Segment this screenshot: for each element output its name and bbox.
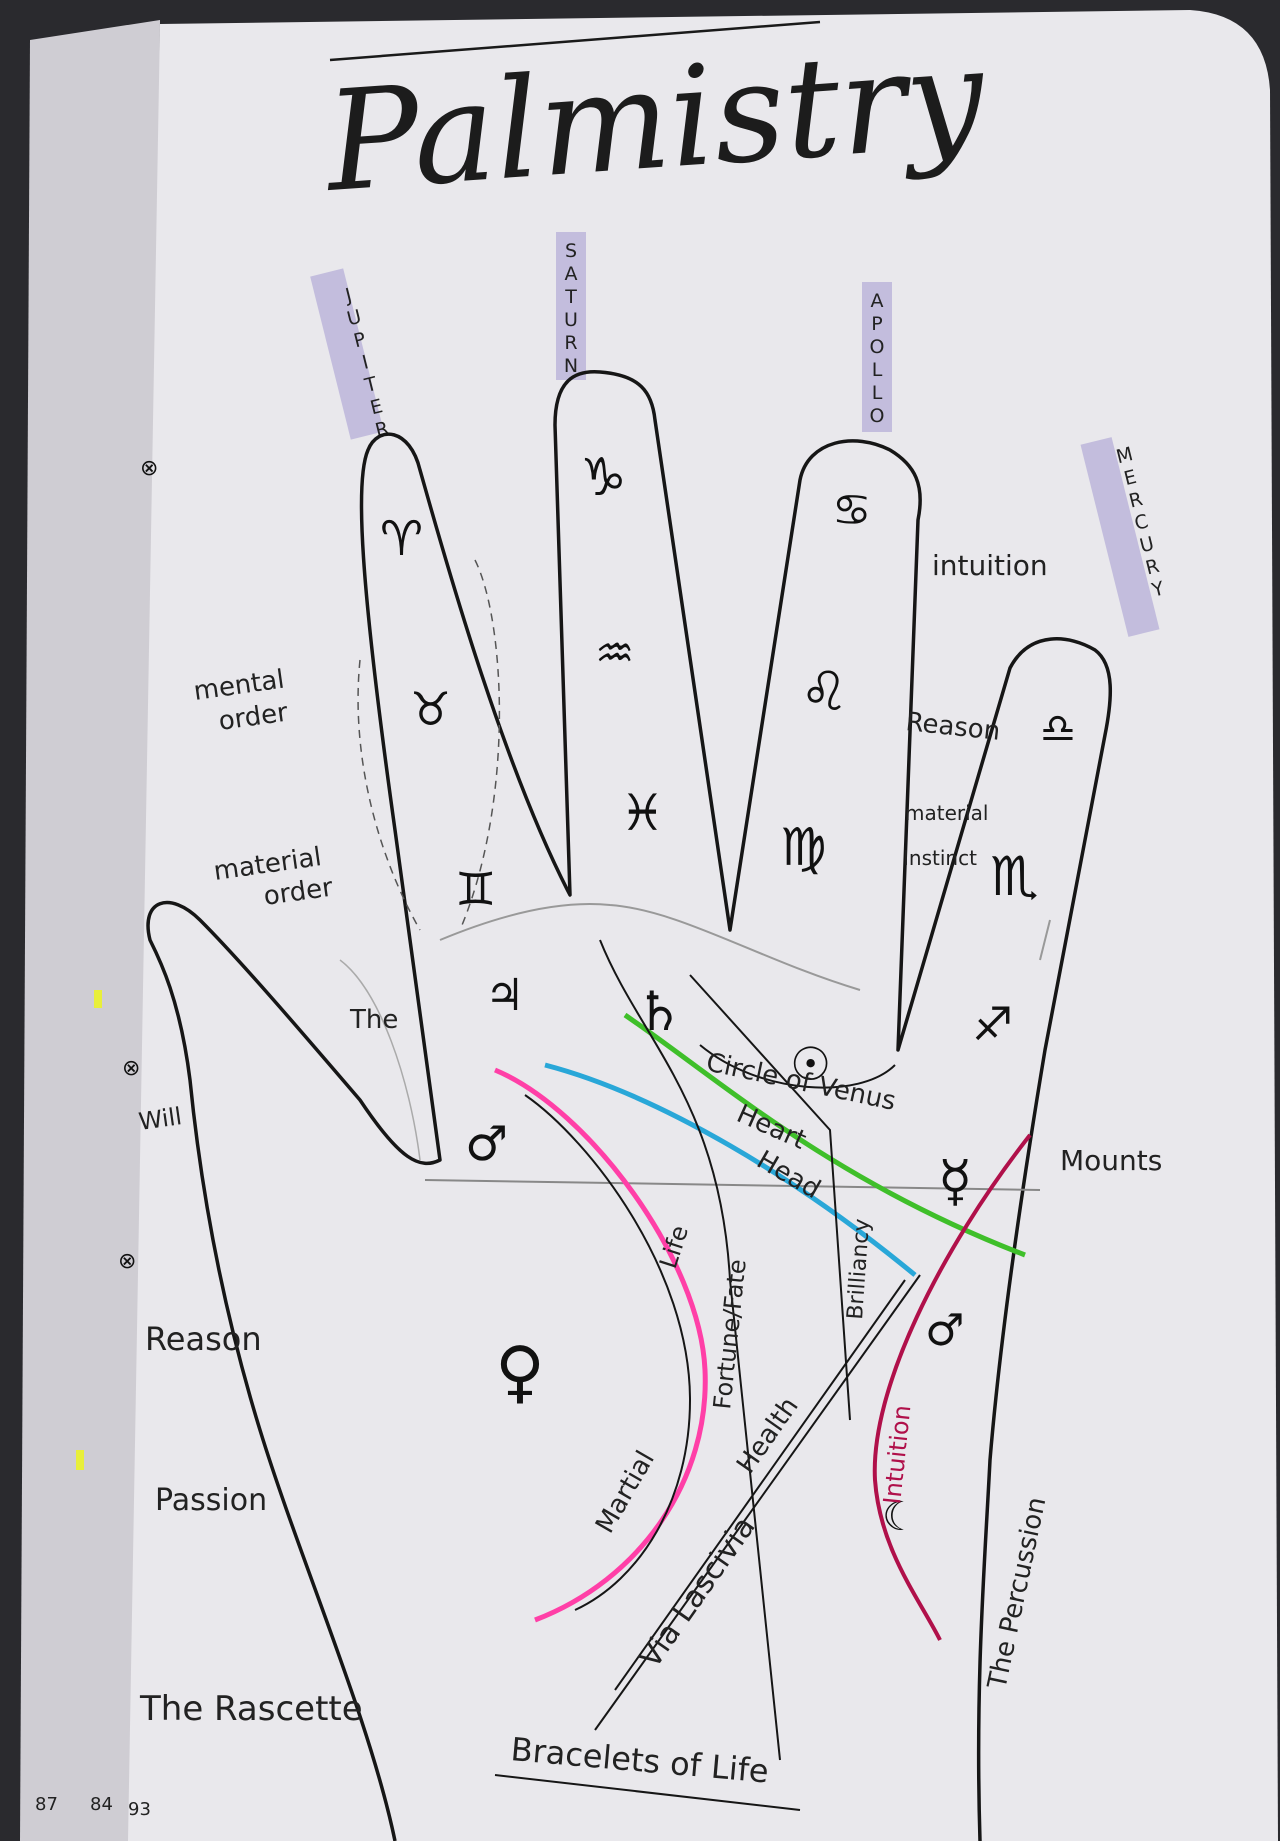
- will-label: Will: [137, 1102, 184, 1136]
- martial-line: [524, 1094, 692, 1611]
- page-number-3: 93: [128, 1799, 151, 1820]
- palm-upper-line: [439, 903, 1051, 991]
- page-number-2: 84: [90, 1794, 113, 1815]
- intuition-line: [872, 1133, 1032, 1641]
- moon-symbol: ☾: [882, 1494, 918, 1540]
- page-number-1: 87: [35, 1794, 58, 1815]
- sagittarius-mount-symbol: ♐: [972, 997, 1013, 1051]
- the-label: The: [349, 1005, 398, 1035]
- aquarius-symbol: ♒: [595, 628, 634, 679]
- aries-symbol: ♈: [380, 511, 423, 567]
- thumb-inner-line: [339, 959, 421, 1161]
- margin-mark-2: ⊗: [122, 1056, 140, 1081]
- margin-mark-1: ⊗: [140, 456, 158, 481]
- margin-mark-3: ⊗: [118, 1249, 136, 1274]
- title-underline: [329, 20, 821, 62]
- bracelets-underline: [494, 1774, 801, 1811]
- mounts-label: Mounts: [1060, 1144, 1162, 1177]
- circle-of-venus-line: [699, 1044, 896, 1089]
- apollo-label: APOLLO: [866, 290, 888, 428]
- apollo-highlight: [862, 282, 892, 432]
- cancer-symbol: ♋: [832, 485, 871, 536]
- sun-mount-symbol: ☉: [790, 1037, 831, 1091]
- mercury-mount-symbol: ☿: [938, 1149, 972, 1214]
- libra-symbol: ♎: [1040, 706, 1076, 752]
- saturn-label-text: SATURN: [560, 240, 582, 378]
- gemini-symbol: ♊: [455, 862, 496, 916]
- yellow-highlight-mark-2: [76, 1450, 84, 1470]
- virgo-symbol: ♍: [780, 818, 827, 878]
- venus-mount-symbol: ♀: [495, 1333, 545, 1412]
- saturn-mount-symbol: ♄: [635, 980, 683, 1043]
- hand-outline: [146, 370, 1113, 1841]
- taurus-symbol: ♉: [410, 682, 451, 736]
- mars-lower-symbol: ♂: [925, 1305, 964, 1356]
- scorpio-symbol: ♏: [990, 845, 1038, 908]
- jupiter-highlight: [310, 268, 384, 440]
- mercury-highlight: [1080, 437, 1160, 637]
- apollo-label-text: APOLLO: [866, 290, 888, 428]
- capricorn-symbol: ♑: [580, 448, 627, 508]
- saturn-label: SATURN: [560, 240, 582, 378]
- page: [128, 10, 1278, 1841]
- leo-symbol: ♌: [800, 660, 848, 723]
- jupiter-mount-symbol: ♃: [485, 970, 524, 1021]
- health-line: [594, 1274, 921, 1731]
- material-instinct-label-line1: material: [905, 801, 988, 825]
- page-stack: [20, 20, 160, 1841]
- head-line: [544, 1062, 917, 1277]
- fate-line: [599, 939, 781, 1761]
- yellow-highlight-mark-1: [94, 990, 102, 1008]
- mars-upper-symbol: ♂: [465, 1116, 508, 1172]
- palm-horizontal-line: [424, 1179, 1041, 1191]
- via-lascivia-line: [614, 1279, 906, 1691]
- intuition-top-label: intuition: [932, 549, 1048, 582]
- life-line: [494, 1067, 708, 1623]
- saturn-highlight: [556, 232, 586, 380]
- reason-left-label: Reason: [145, 1320, 262, 1358]
- passion-label: Passion: [155, 1483, 267, 1518]
- material-instinct-label-line2: Instinct: [903, 846, 977, 870]
- heart-line: [623, 1012, 1026, 1258]
- brilliancy-line: [689, 974, 851, 1421]
- jupiter-dashed-arc-outer: [357, 659, 421, 931]
- jupiter-dashed-arc: [459, 559, 501, 931]
- pisces-symbol: ♓: [620, 784, 665, 842]
- the-rascette-label: The Rascette: [139, 1689, 363, 1729]
